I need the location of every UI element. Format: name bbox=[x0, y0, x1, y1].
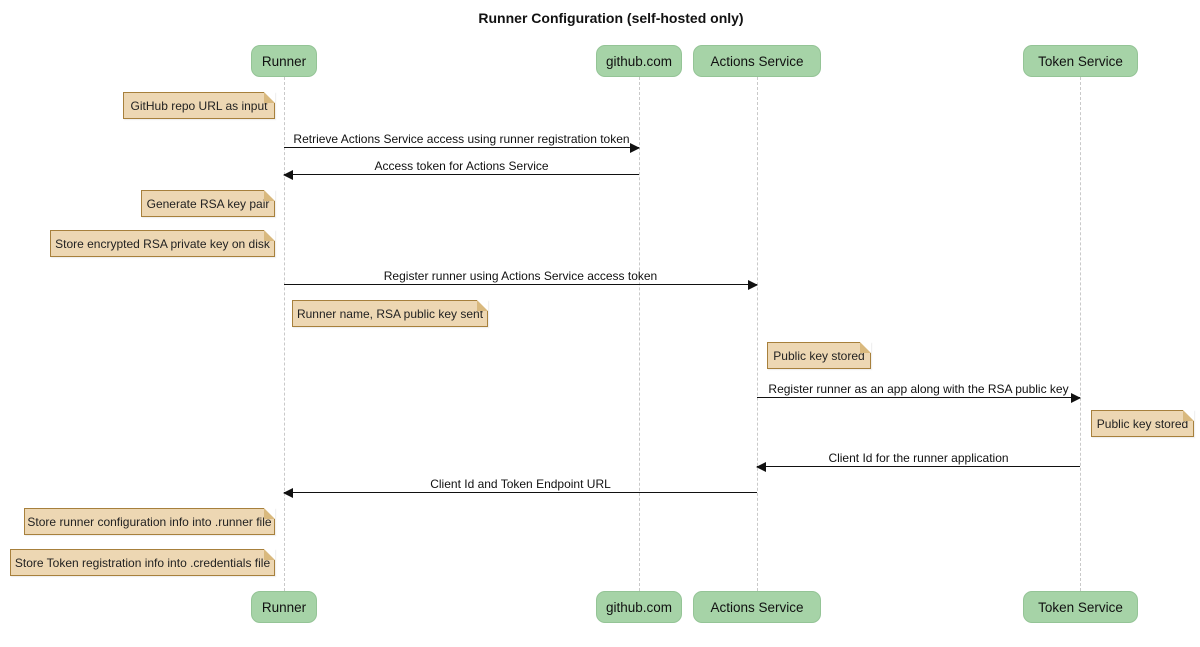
note-store-runner-config: Store runner configuration info into .ru… bbox=[24, 508, 275, 535]
message-line bbox=[757, 466, 1080, 467]
arrowhead-right-icon bbox=[630, 143, 640, 153]
message-access-token-for-actions-service: Access token for Actions Service bbox=[283, 159, 639, 180]
participant-actions-service-bottom: Actions Service bbox=[693, 591, 821, 623]
message-line bbox=[757, 397, 1080, 398]
arrowhead-right-icon bbox=[1071, 393, 1081, 403]
message-label: Register runner as an app along with the… bbox=[768, 382, 1069, 396]
note-generate-rsa-key-pair: Generate RSA key pair bbox=[141, 190, 275, 217]
message-line bbox=[284, 492, 757, 493]
arrowhead-right-icon bbox=[748, 280, 758, 290]
participant-github-bottom: github.com bbox=[596, 591, 682, 623]
participant-runner-top: Runner bbox=[251, 45, 317, 77]
message-retrieve-actions-service-access: Retrieve Actions Service access using ru… bbox=[284, 132, 640, 153]
message-line bbox=[284, 174, 639, 175]
lifeline-token-service bbox=[1080, 77, 1081, 591]
lifeline-actions-service bbox=[757, 77, 758, 591]
message-label: Client Id and Token Endpoint URL bbox=[430, 477, 611, 491]
note-store-token-registration: Store Token registration info into .cred… bbox=[10, 549, 275, 576]
participant-token-service-bottom: Token Service bbox=[1023, 591, 1138, 623]
lifeline-github bbox=[639, 77, 640, 591]
lifeline-runner bbox=[284, 77, 285, 591]
participant-github-top: github.com bbox=[596, 45, 682, 77]
arrowhead-left-icon bbox=[756, 462, 766, 472]
note-public-key-stored-actions: Public key stored bbox=[767, 342, 871, 369]
diagram-title: Runner Configuration (self-hosted only) bbox=[478, 10, 744, 26]
message-client-id-and-token-endpoint: Client Id and Token Endpoint URL bbox=[283, 477, 757, 498]
arrowhead-left-icon bbox=[283, 170, 293, 180]
message-line bbox=[284, 284, 757, 285]
note-runner-name-public-key-sent: Runner name, RSA public key sent bbox=[292, 300, 488, 327]
arrowhead-left-icon bbox=[283, 488, 293, 498]
message-label: Retrieve Actions Service access using ru… bbox=[293, 132, 630, 146]
note-public-key-stored-token: Public key stored bbox=[1091, 410, 1194, 437]
message-label: Access token for Actions Service bbox=[374, 159, 549, 173]
message-register-runner-as-app: Register runner as an app along with the… bbox=[757, 382, 1081, 403]
participant-token-service-top: Token Service bbox=[1023, 45, 1138, 77]
message-label: Register runner using Actions Service ac… bbox=[383, 269, 658, 283]
message-client-id-for-runner-app: Client Id for the runner application bbox=[756, 451, 1080, 472]
message-line bbox=[284, 147, 639, 148]
note-store-encrypted-private-key: Store encrypted RSA private key on disk bbox=[50, 230, 275, 257]
message-label: Client Id for the runner application bbox=[828, 451, 1009, 465]
message-register-runner: Register runner using Actions Service ac… bbox=[284, 269, 758, 290]
participant-actions-service-top: Actions Service bbox=[693, 45, 821, 77]
participant-runner-bottom: Runner bbox=[251, 591, 317, 623]
note-github-repo-url: GitHub repo URL as input bbox=[123, 92, 275, 119]
